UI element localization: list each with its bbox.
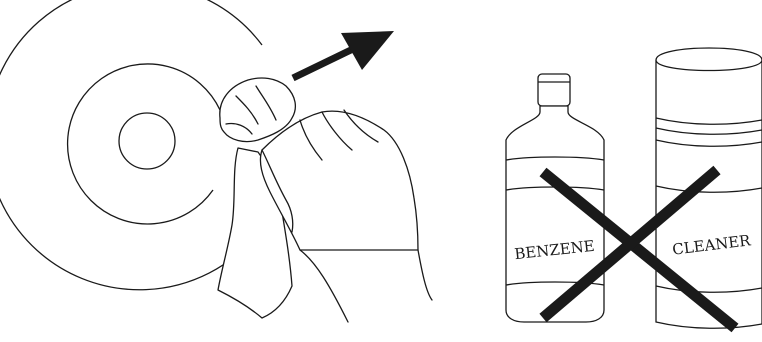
arrow-outward-icon [293, 31, 394, 78]
disc-icon [0, 0, 262, 290]
hand-with-cloth-icon [218, 78, 432, 322]
disc-middle-ring [68, 64, 220, 224]
canister-body [656, 60, 762, 328]
bottle-cap [538, 74, 570, 106]
disc-center-hole [119, 113, 175, 169]
hand-wrist [300, 250, 432, 322]
arrow-shaft [293, 48, 355, 78]
canister-icon: CLEANER [656, 48, 762, 328]
disc-outer-edge [0, 0, 262, 290]
canister-lid-top [656, 48, 762, 71]
